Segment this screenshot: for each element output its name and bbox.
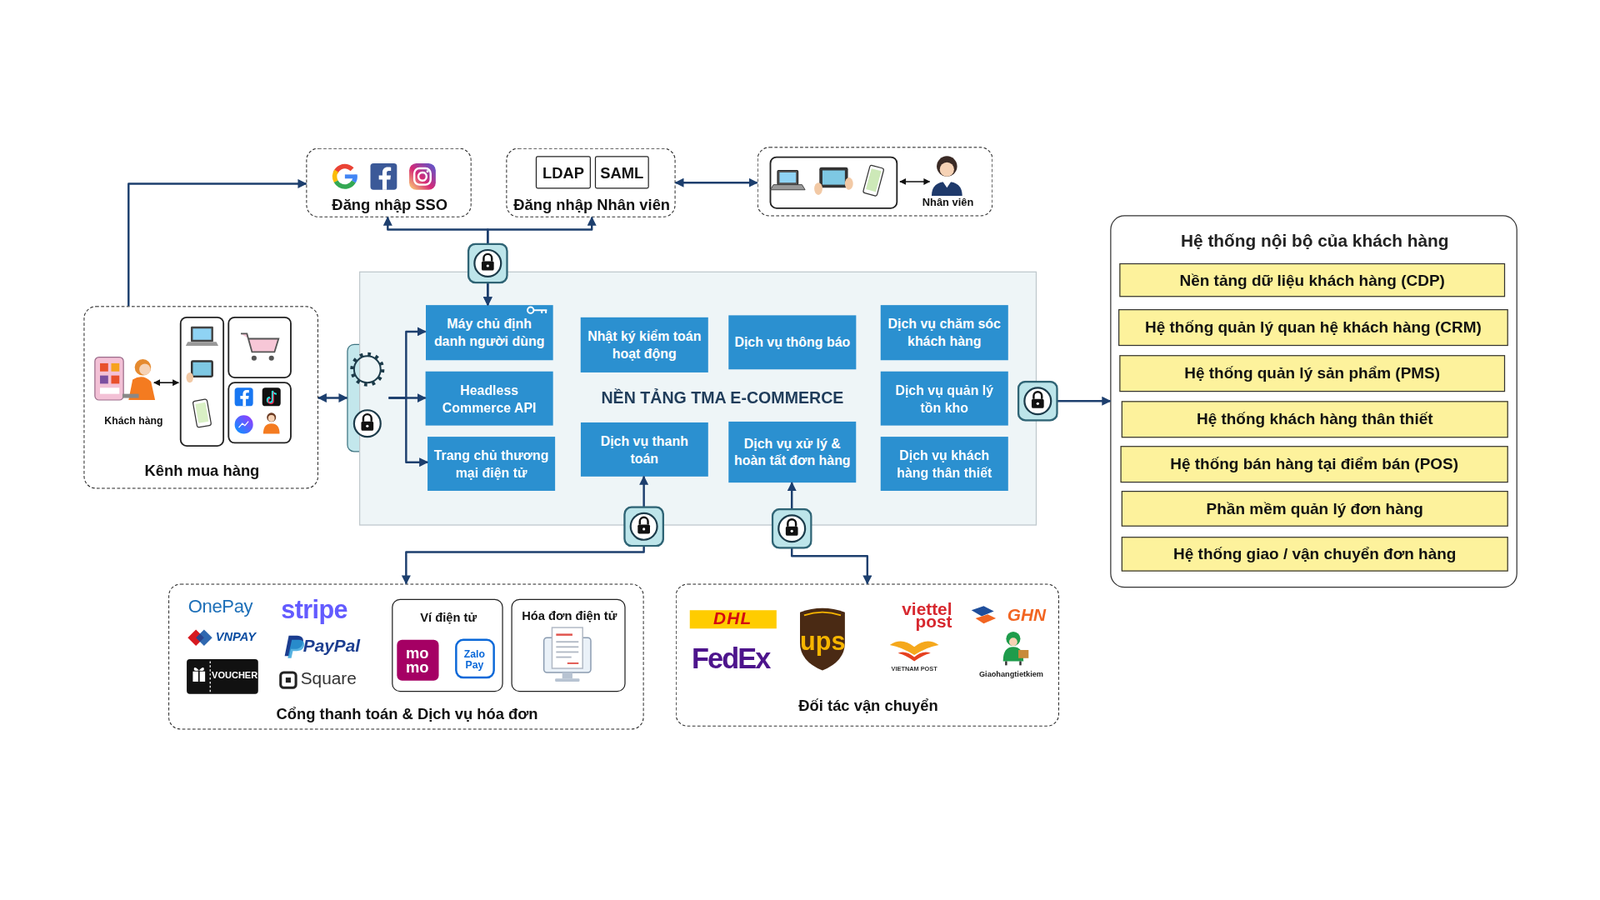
system-box: Hệ thống khách hàng thân thiết <box>1121 400 1509 438</box>
node-text: Đối tác vận chuyển <box>676 696 1060 715</box>
logo-text: FedEx <box>685 643 777 675</box>
logo-text: OnePay <box>180 596 262 617</box>
service-box: Dịch vụ thanh toán <box>580 422 709 477</box>
node-text: Headless Commerce API <box>430 380 549 416</box>
node-text: Hệ thống quản lý quan hệ khách hàng (CRM… <box>1145 318 1482 337</box>
key-icon <box>527 307 547 314</box>
logo-text: GHN <box>1004 606 1050 626</box>
node-text: Dịch vụ quản lý tồn kho <box>885 380 1004 416</box>
service-box: Nhật ký kiểm toán hoạt động <box>580 317 709 373</box>
employee-devices <box>770 157 930 209</box>
node-text: Nhật ký kiểm toán hoạt động <box>585 327 704 363</box>
logo-text: PayPal <box>295 637 368 657</box>
invoice-illustration <box>544 627 591 682</box>
node-text: Đăng nhập SSO <box>307 195 473 214</box>
lock-icons <box>354 244 1058 549</box>
logo-text: mo mo <box>401 645 433 675</box>
api-gear-icon <box>351 354 383 385</box>
protocol-tag: LDAP <box>535 155 591 189</box>
system-box: Phần mềm quản lý đơn hàng <box>1121 490 1509 527</box>
connector <box>389 331 426 399</box>
service-box: Trang chủ thương mại điện tử <box>427 436 555 491</box>
payment-logos <box>186 630 495 695</box>
logo-text: Zalo Pay <box>458 648 491 671</box>
connector <box>675 181 758 184</box>
facebook-logo <box>370 163 397 190</box>
node-text: Dịch vụ chăm sóc khách hàng <box>885 315 1004 350</box>
instagram-logo <box>409 163 436 190</box>
login-group: Đăng nhập Nhân viên LDAP SAML <box>505 148 675 218</box>
node-text: NỀN TẢNG TMA E-COMMERCE <box>569 389 875 408</box>
system-box: Hệ thống giao / vận chuyển đơn hàng <box>1121 536 1509 572</box>
logo-text: ups <box>800 627 845 656</box>
node-text: Dịch vụ khách hàng thân thiết <box>885 446 1004 482</box>
service-box: Dịch vụ thông báo <box>728 315 856 370</box>
node-text: Nền tảng dữ liệu khách hàng (CDP) <box>1179 270 1445 290</box>
node-text: Cổng thanh toán & Dịch vụ hóa đơn <box>169 705 645 723</box>
logo-text: viettel post <box>874 604 952 629</box>
node-text: Dịch vụ xử lý & hoàn tất đơn hàng <box>733 435 851 470</box>
connector <box>318 396 347 399</box>
service-box: Máy chủ định danh người dùng <box>425 305 554 360</box>
internal-systems-group: Hệ thống nội bộ của khách hàngNền tảng d… <box>1110 215 1518 588</box>
system-box: Nền tảng dữ liệu khách hàng (CDP) <box>1119 263 1505 297</box>
google-logo <box>330 162 359 190</box>
protocol-tag: SAML <box>595 155 650 189</box>
customer-figure <box>95 357 179 400</box>
connector <box>128 183 306 306</box>
node-text: LDAP <box>542 164 585 182</box>
node-text: Kênh mua hàng <box>85 460 320 479</box>
node-text: Phần mềm quản lý đơn hàng <box>1206 499 1424 518</box>
employee-figure <box>931 155 963 196</box>
service-box: Dịch vụ chăm sóc khách hàng <box>880 305 1009 360</box>
node-text: Ví điện tử <box>392 610 504 625</box>
node-text: Dịch vụ thông báo <box>734 333 850 351</box>
node-text: Máy chủ định danh người dùng <box>430 315 549 350</box>
logo-text: Square <box>292 670 365 690</box>
node-text: Hệ thống khách hàng thân thiết <box>1196 410 1434 429</box>
node-text: Nhân viên <box>910 195 985 209</box>
logo-text: DHL <box>691 610 774 630</box>
node-text: Hệ thống quản lý sản phẩm (PMS) <box>1184 364 1440 383</box>
system-box: Hệ thống bán hàng tại điểm bán (POS) <box>1120 445 1508 483</box>
platform-box: NỀN TẢNG TMA E-COMMERCE Máy chủ định danh… <box>359 271 1037 526</box>
system-box: Hệ thống quản lý quan hệ khách hàng (CRM… <box>1118 309 1509 346</box>
system-box: Hệ thống quản lý sản phẩm (PMS) <box>1119 355 1505 392</box>
node-text: SAML <box>600 164 644 182</box>
service-box: Dịch vụ xử lý & hoàn tất đơn hàng <box>728 421 856 483</box>
node-text: Đăng nhập Nhân viên <box>507 195 677 214</box>
connector <box>389 398 429 463</box>
logo-text: Giaohangtietkiem <box>970 670 1052 679</box>
logo-text: VIETNAM POST <box>883 665 945 673</box>
node-text: Hệ thống bán hàng tại điểm bán (POS) <box>1170 455 1459 474</box>
node-text: Hệ thống giao / vận chuyển đơn hàng <box>1173 545 1456 564</box>
service-box: Headless Commerce API <box>425 371 554 426</box>
service-box: Dịch vụ khách hàng thân thiết <box>880 436 1009 491</box>
node-text: Dịch vụ thanh toán <box>585 432 704 468</box>
logo-text: Khách hàng <box>98 415 170 426</box>
channel-device-boxes <box>180 317 291 446</box>
service-box: Dịch vụ quản lý tồn kho <box>880 371 1009 426</box>
node-text: Hệ thống nội bộ của khách hàng <box>1110 231 1519 252</box>
logo-text: VOUCHER <box>210 671 258 682</box>
node-text: Trang chủ thương mại điện tử <box>432 446 550 482</box>
logo-text: VNPAY <box>210 630 261 645</box>
connector <box>405 476 644 585</box>
node-text: Hóa đơn điện tử <box>512 609 627 624</box>
logo-text: stripe <box>273 595 355 625</box>
